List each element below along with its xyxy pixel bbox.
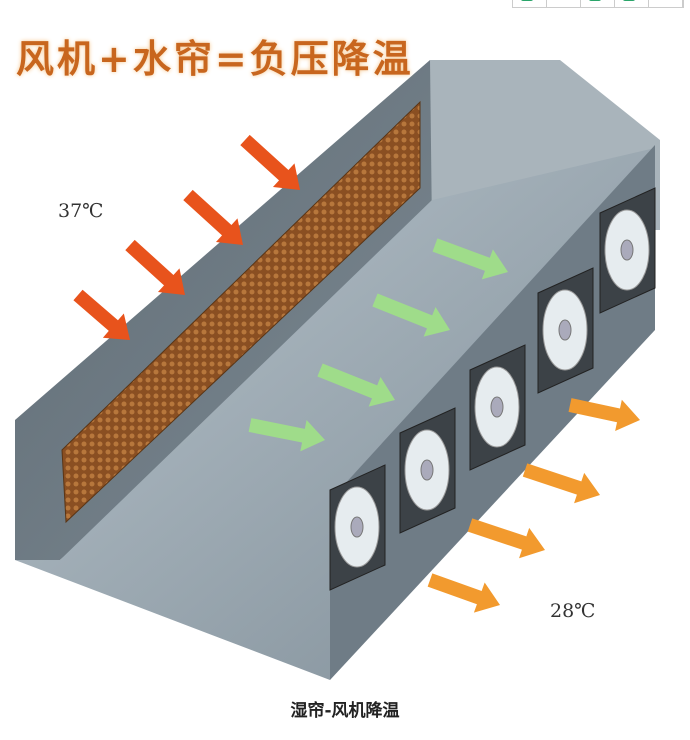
floor [15, 148, 655, 680]
cool-air-arrow [317, 363, 395, 407]
toolbar-fragment [512, 0, 684, 8]
toolbar-icon[interactable] [649, 0, 683, 7]
exhaust-air-arrow [427, 573, 500, 613]
exhaust-air-arrow [467, 518, 545, 559]
exhaust-air-arrow [522, 463, 600, 504]
hot-air-arrow [73, 289, 130, 340]
cool-air-arrow [248, 418, 325, 452]
toolbar-icon[interactable] [547, 0, 581, 7]
toolbar-icon[interactable] [615, 0, 649, 7]
exhaust-air-arrow [568, 398, 640, 432]
cooling-pad [61, 100, 421, 524]
caption: 湿帘-风机降温 [290, 701, 400, 721]
exhaust-fan [599, 187, 656, 314]
toolbar-icon[interactable] [581, 0, 615, 7]
exhaust-fan [537, 267, 594, 394]
diagram-title: 风机+水帘=负压降温 [16, 37, 414, 81]
hot-air-arrow [240, 134, 300, 190]
cool-air-arrow [372, 293, 450, 337]
inside-temperature: 28℃ [550, 600, 596, 622]
hot-air-arrow [183, 189, 243, 245]
toolbar-icon[interactable] [513, 0, 547, 7]
exhaust-fan [329, 464, 386, 591]
hot-air-arrow [125, 239, 185, 295]
outside-temperature: 37℃ [58, 200, 104, 222]
exhaust-fan [399, 407, 456, 534]
exhaust-fan [469, 344, 526, 471]
cool-air-arrow [432, 238, 508, 280]
